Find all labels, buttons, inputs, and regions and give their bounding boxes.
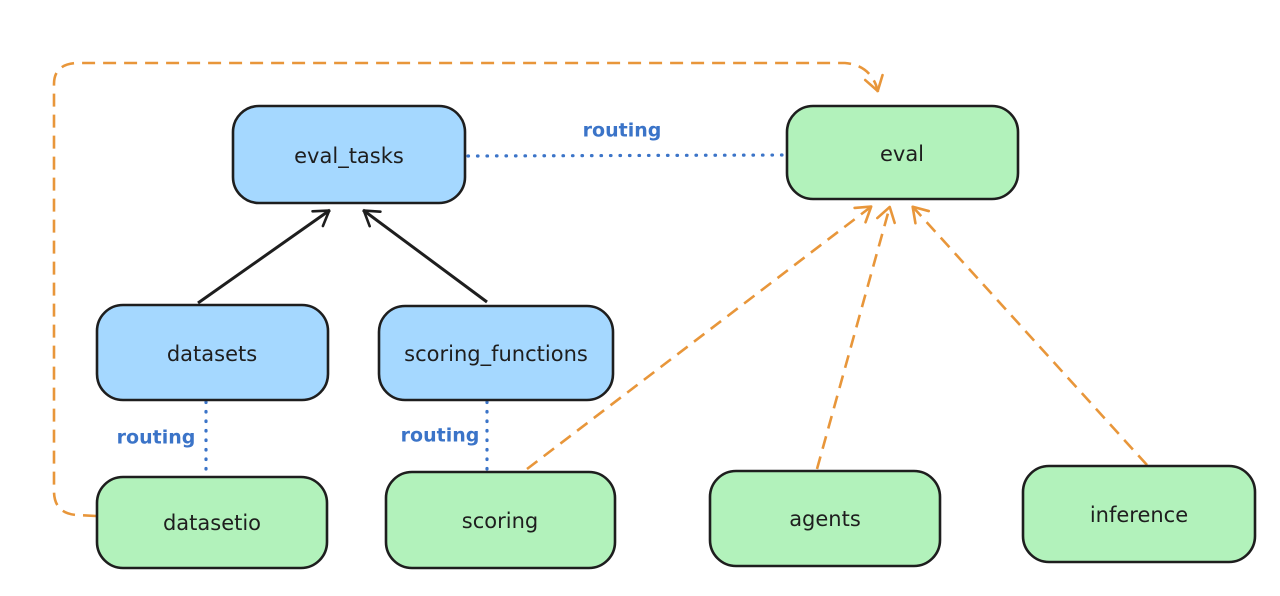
node-agents-label: agents xyxy=(789,507,861,531)
node-inference-box xyxy=(1021,464,1257,564)
node-eval: eval xyxy=(785,104,1020,201)
edge-label-routing-eval-tasks-eval: routing xyxy=(583,120,662,142)
node-agents-box xyxy=(708,469,942,568)
node-eval-box xyxy=(785,104,1020,201)
edge-scoring-functions-to-eval-tasks xyxy=(362,208,488,304)
node-inference-label: inference xyxy=(1090,503,1188,527)
node-scoring: scoring xyxy=(384,470,617,570)
edge-datasetio-to-eval xyxy=(52,61,884,518)
node-eval-tasks-box xyxy=(231,104,467,205)
node-scoring-functions-box xyxy=(377,304,615,402)
node-scoring-functions: scoring_functions xyxy=(377,304,615,402)
edge-label-routing-scoring-functions-scoring: routing xyxy=(401,425,480,447)
edge-inference-to-eval xyxy=(911,205,1148,466)
edge-agents-to-eval xyxy=(815,205,896,470)
node-scoring-functions-label: scoring_functions xyxy=(404,342,588,367)
edge-eval-tasks-to-eval xyxy=(466,153,788,158)
node-agents: agents xyxy=(708,469,942,568)
node-datasetio: datasetio xyxy=(95,475,329,570)
node-inference: inference xyxy=(1021,464,1257,564)
node-eval-tasks-label: eval_tasks xyxy=(294,144,404,169)
node-datasets-label: datasets xyxy=(167,342,257,366)
node-datasetio-label: datasetio xyxy=(163,511,261,535)
node-datasets-box xyxy=(95,303,330,402)
node-eval-tasks: eval_tasks xyxy=(231,104,467,205)
node-scoring-box xyxy=(384,470,617,570)
edge-scoring-to-eval xyxy=(526,204,873,471)
node-datasetio-box xyxy=(95,475,329,570)
node-eval-label: eval xyxy=(880,142,924,166)
edge-datasets-to-eval-tasks xyxy=(197,208,331,305)
node-scoring-label: scoring xyxy=(462,509,538,533)
node-datasets: datasets xyxy=(95,303,330,402)
edge-label-routing-datasets-datasetio: routing xyxy=(117,427,196,449)
